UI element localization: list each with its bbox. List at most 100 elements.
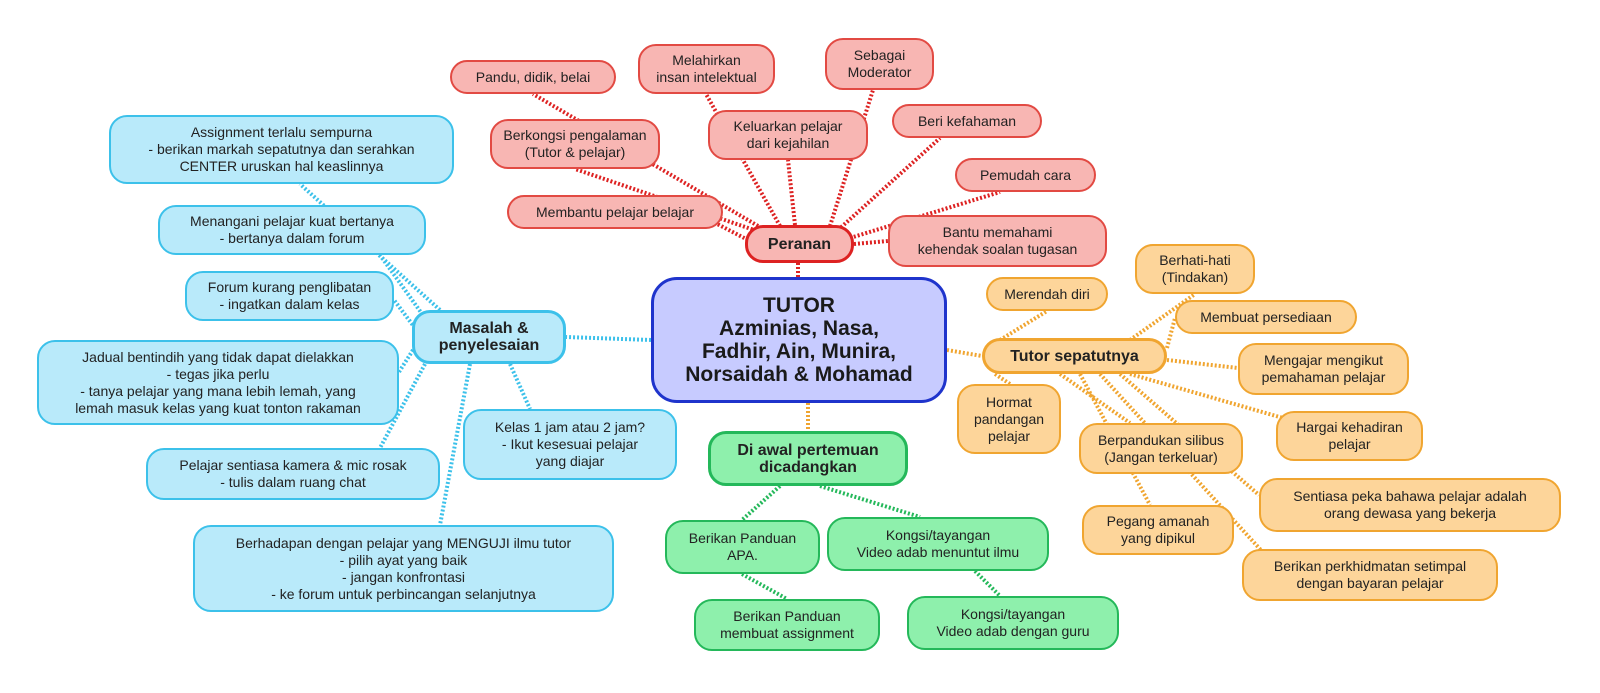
node-text: Berkongsi pengalaman xyxy=(503,127,647,143)
connector-line xyxy=(819,484,921,519)
connector-line xyxy=(786,159,797,226)
awal-branch-node[interactable]: Di awal pertemuan dicadangkan xyxy=(708,431,908,486)
tutor-item-berhati-hati[interactable]: Berhati-hati (Tindakan) xyxy=(1135,244,1255,294)
node-text: (Tutor & pelajar) xyxy=(524,144,626,160)
node-text: orang dewasa yang bekerja xyxy=(1323,505,1496,521)
node-text: Forum kurang penglibatan xyxy=(207,279,372,295)
node-text: Membantu pelajar belajar xyxy=(536,203,694,220)
central-topic-line: Fadhir, Ain, Munira, xyxy=(701,340,897,363)
masalah-item-kamera[interactable]: Pelajar sentiasa kamera & mic rosak - tu… xyxy=(146,448,440,500)
node-text: Merendah diri xyxy=(1004,285,1090,302)
connector-line xyxy=(378,253,427,320)
masalah-branch-node[interactable]: Masalah & penyelesaian xyxy=(412,310,566,364)
masalah-item-kelas-jam[interactable]: Kelas 1 jam atau 2 jam? - Ikut kesesuai … xyxy=(463,409,677,480)
central-topic-line: Norsaidah & Mohamad xyxy=(685,363,913,386)
tutor-item-hargai[interactable]: Hargai kehadiran pelajar xyxy=(1276,411,1423,461)
central-topic-node[interactable]: TUTOR Azminias, Nasa, Fadhir, Ain, Munir… xyxy=(651,277,947,403)
connector-line xyxy=(836,136,942,232)
connector-line xyxy=(438,363,472,526)
node-text: membuat assignment xyxy=(720,625,854,641)
node-text: - pilih ayat yang baik xyxy=(339,551,468,568)
node-text: CENTER uruskan hal keaslinnya xyxy=(179,158,384,174)
masalah-item-jadual[interactable]: Jadual bentindih yang tidak dapat dielak… xyxy=(37,340,399,425)
tutor-item-merendah-diri[interactable]: Merendah diri xyxy=(986,277,1108,311)
node-text: pelajar xyxy=(1328,436,1371,452)
node-text: pemahaman pelajar xyxy=(1261,369,1386,385)
masalah-title: penyelesaian xyxy=(438,337,540,354)
node-text: Video adab menuntut ilmu xyxy=(856,544,1020,560)
connector-line xyxy=(565,335,652,342)
peranan-item-beri-kefahaman[interactable]: Beri kefahaman xyxy=(892,104,1042,138)
node-text: Keluarkan pelajar xyxy=(733,118,843,134)
peranan-item-berkongsi[interactable]: Berkongsi pengalaman (Tutor & pelajar) xyxy=(490,119,660,169)
awal-item-panduan-apa[interactable]: Berikan Panduan APA. xyxy=(665,520,820,574)
node-text: pelajar xyxy=(987,427,1031,444)
node-text: Pelajar sentiasa kamera & mic rosak xyxy=(179,457,407,473)
connector-line xyxy=(397,348,415,374)
node-text: Beri kefahaman xyxy=(917,112,1017,129)
node-text: Kongsi/tayangan xyxy=(960,606,1066,622)
peranan-branch-node[interactable]: Peranan xyxy=(745,225,854,263)
node-text: Pegang amanah xyxy=(1106,513,1210,529)
masalah-item-forum[interactable]: Forum kurang penglibatan - ingatkan dala… xyxy=(185,271,394,321)
node-text: Berikan Panduan xyxy=(688,530,797,546)
connector-line xyxy=(853,239,889,246)
connector-line xyxy=(1128,292,1197,342)
node-text: Kelas 1 jam atau 2 jam? xyxy=(494,419,646,435)
node-text: Membuat persediaan xyxy=(1200,308,1332,325)
peranan-item-moderator[interactable]: Sebagai Moderator xyxy=(825,38,934,90)
node-text: - Ikut kesesuai pelajar xyxy=(501,436,639,452)
node-text: Berpandukan silibus xyxy=(1097,431,1225,448)
awal-item-video-guru[interactable]: Kongsi/tayangan Video adab dengan guru xyxy=(907,596,1119,650)
tutor-item-silibus[interactable]: Berpandukan silibus (Jangan terkeluar) xyxy=(1079,423,1243,474)
node-text: - ke forum untuk perbincangan selanjutny… xyxy=(271,585,536,602)
masalah-item-kuat-bertanya[interactable]: Menangani pelajar kuat bertanya - bertan… xyxy=(158,205,426,255)
peranan-item-keluarkan[interactable]: Keluarkan pelajar dari kejahilan xyxy=(708,110,868,160)
connector-line xyxy=(531,92,767,232)
tutor-item-amanah[interactable]: Pegang amanah yang dipikul xyxy=(1082,505,1234,555)
central-topic-line: Azminias, Nasa, xyxy=(719,317,879,340)
peranan-item-membantu[interactable]: Membantu pelajar belajar xyxy=(507,195,723,229)
node-text: Hormat xyxy=(986,393,1032,410)
node-text: APA. xyxy=(727,547,758,563)
tutor-item-peka[interactable]: Sentiasa peka bahawa pelajar adalah oran… xyxy=(1259,478,1561,532)
tutor-item-perkhidmatan[interactable]: Berikan perkhidmatan setimpal dengan bay… xyxy=(1242,549,1498,601)
masalah-item-assignment[interactable]: Assignment terlalu sempurna - berikan ma… xyxy=(109,115,454,184)
connector-line xyxy=(1165,317,1177,349)
awal-item-panduan-assignment[interactable]: Berikan Panduan membuat assignment xyxy=(694,599,880,651)
peranan-item-bantu-memahami[interactable]: Bantu memahami kehendak soalan tugasan xyxy=(888,215,1107,267)
tutor-item-hormat[interactable]: Hormat pandangan pelajar xyxy=(957,384,1061,454)
node-text: - berikan markah sepatutnya dan serahkan xyxy=(148,141,415,157)
node-text: insan intelektual xyxy=(656,69,757,85)
node-text: lemah masuk kelas yang kuat tonton rakam… xyxy=(75,399,361,416)
connector-line xyxy=(392,298,417,330)
connector-line xyxy=(741,572,788,601)
peranan-item-pemudah-cara[interactable]: Pemudah cara xyxy=(955,158,1096,192)
tutor-item-persediaan[interactable]: Membuat persediaan xyxy=(1175,300,1357,334)
masalah-title: Masalah & xyxy=(449,320,529,337)
node-text: - tulis dalam ruang chat xyxy=(220,474,366,490)
awal-item-video-ilmu[interactable]: Kongsi/tayangan Video adab menuntut ilmu xyxy=(827,517,1049,571)
tutor-title: Tutor sepatutnya xyxy=(1010,347,1139,365)
connector-line xyxy=(704,93,782,227)
node-text: pandangan xyxy=(973,410,1045,427)
masalah-item-menguji[interactable]: Berhadapan dengan pelajar yang MENGUJI i… xyxy=(193,525,614,612)
peranan-item-pandu[interactable]: Pandu, didik, belai xyxy=(450,60,616,94)
peranan-item-melahirkan[interactable]: Melahirkan insan intelektual xyxy=(638,44,775,94)
node-text: yang dipikul xyxy=(1121,530,1195,546)
node-text: Bantu memahami xyxy=(942,224,1053,240)
tutor-item-mengajar[interactable]: Mengajar mengikut pemahaman pelajar xyxy=(1238,343,1409,395)
connector-line xyxy=(508,363,532,410)
tutor-branch-node[interactable]: Tutor sepatutnya xyxy=(982,338,1167,374)
node-text: Mengajar mengikut xyxy=(1263,352,1384,368)
awal-title: Di awal pertemuan xyxy=(737,441,879,459)
connector-line xyxy=(740,484,782,522)
node-text: - tegas jika perlu xyxy=(166,365,270,382)
connector-line xyxy=(1078,373,1152,506)
connector-line xyxy=(998,309,1049,342)
node-text: Berikan perkhidmatan setimpal xyxy=(1273,558,1467,574)
node-text: kehendak soalan tugasan xyxy=(917,241,1078,257)
node-text: - bertanya dalam forum xyxy=(219,230,365,246)
node-text: - ingatkan dalam kelas xyxy=(219,296,360,312)
node-text: Berhati-hati xyxy=(1159,252,1231,268)
